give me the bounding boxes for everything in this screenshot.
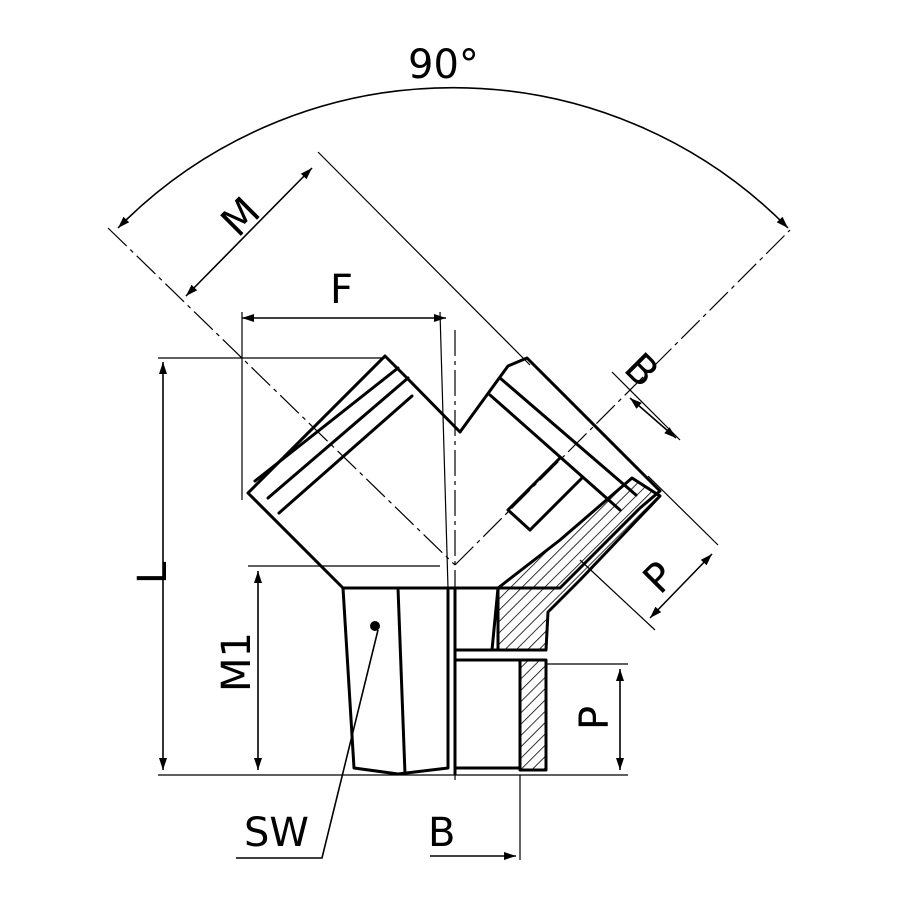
dimension-label-b-bottom: B (428, 810, 455, 856)
dimension-label-p-bottom: P (572, 706, 618, 730)
dimension-label-b-side: B (615, 345, 667, 397)
center-lines (107, 151, 791, 860)
dimension-label-l: L (130, 561, 176, 584)
dimension-label-m1: M1 (214, 632, 260, 692)
dimension-label-m: M (213, 189, 270, 246)
dimension-label-sw: SW (244, 810, 309, 856)
angle-label: 90° (408, 42, 479, 88)
section-hatching (496, 476, 662, 772)
dimension-lines (117, 86, 789, 860)
dimension-label-f: F (330, 267, 353, 313)
nut-marker-dot (370, 621, 380, 631)
dimension-label-p-side: P (635, 553, 685, 603)
